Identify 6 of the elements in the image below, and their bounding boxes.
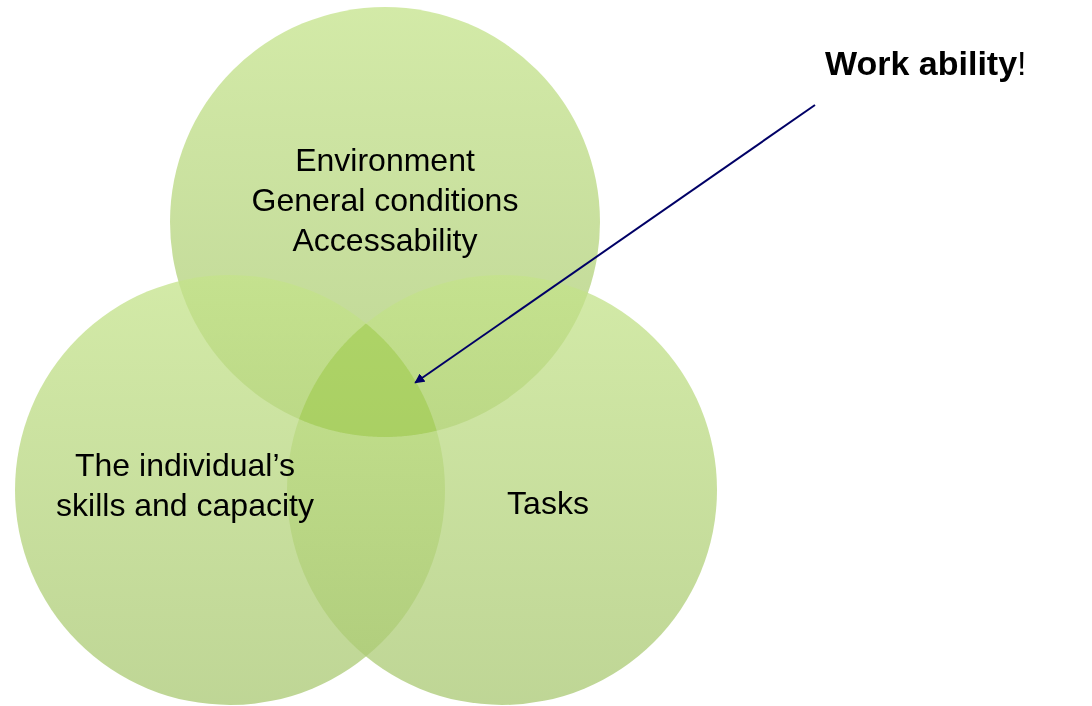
circle-label: The individual’s skills and capacity (55, 446, 315, 525)
circle-label: Environment General conditions Accessability (250, 141, 520, 260)
circle-label: Tasks (506, 484, 590, 523)
overlap-region (299, 323, 437, 437)
callout-text: Work ability! (825, 43, 1085, 83)
leader-arrow (414, 104, 816, 384)
